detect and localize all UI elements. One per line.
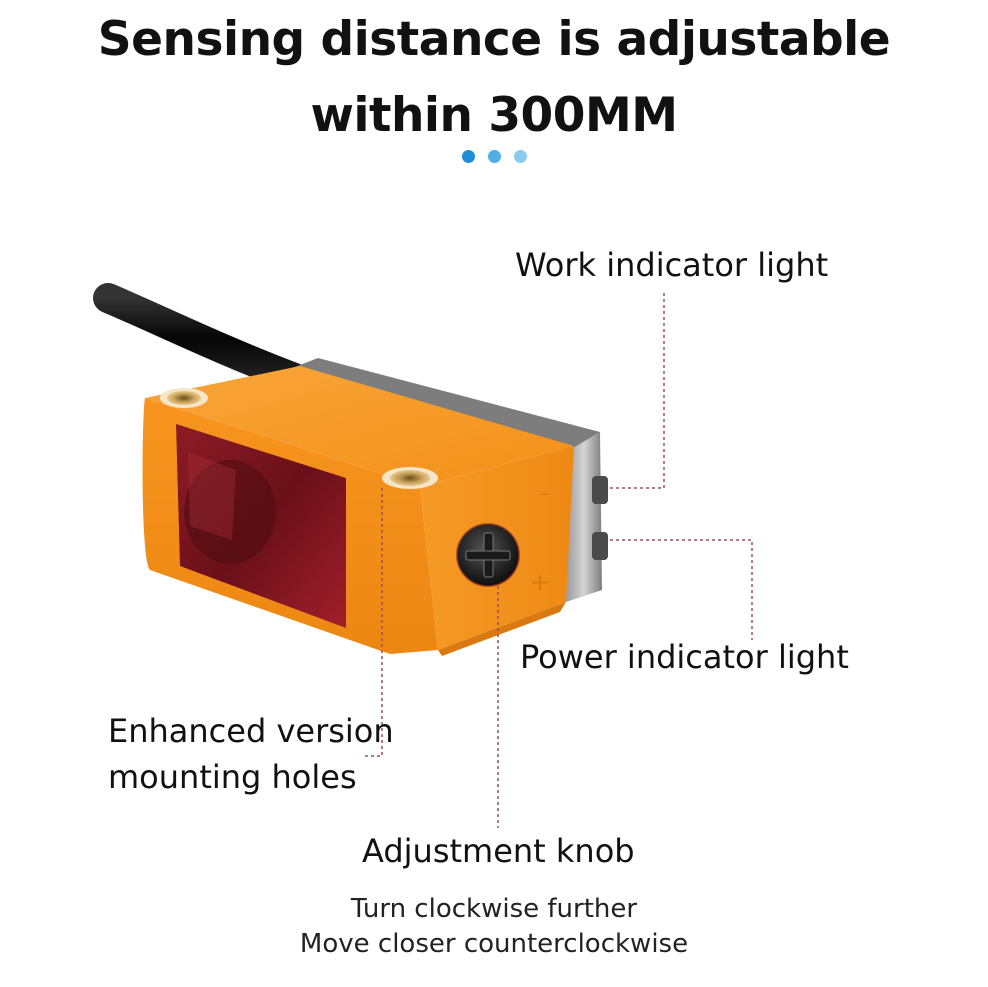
dot-2	[488, 150, 501, 163]
mounting-holes-label: Enhanced version mounting holes	[108, 708, 394, 800]
leader-work-indicator	[610, 292, 665, 489]
leader-power-indicator	[610, 539, 753, 640]
rear-cap-side	[566, 432, 602, 602]
mounting-holes-line-2: mounting holes	[108, 758, 357, 796]
decorative-dots	[462, 150, 527, 163]
work-indicator-light-shape	[592, 476, 608, 504]
power-indicator-light-shape	[592, 532, 608, 560]
housing-top	[145, 366, 574, 486]
rear-cap-top	[292, 358, 600, 450]
adjustment-knob-label: Adjustment knob	[362, 832, 635, 870]
leader-lines	[362, 292, 753, 828]
knob-note-line-1: Turn clockwise further	[350, 894, 638, 924]
cable	[93, 283, 315, 395]
title-line-2: within 300MM	[310, 88, 678, 143]
minus-mark: –	[540, 481, 550, 505]
title-line-1: Sensing distance is adjustable	[97, 12, 891, 67]
mounting-holes-line-1: Enhanced version	[108, 712, 394, 750]
power-indicator-label: Power indicator light	[520, 638, 849, 676]
work-indicator-label: Work indicator light	[515, 246, 829, 284]
plus-mark: +	[530, 568, 550, 596]
knob-note-line-2: Move closer counterclockwise	[299, 929, 689, 959]
page-title: Sensing distance is adjustable within 30…	[0, 2, 988, 154]
dot-1	[462, 150, 475, 163]
dot-3	[514, 150, 527, 163]
knob-note: Turn clockwise further Move closer count…	[0, 892, 988, 962]
